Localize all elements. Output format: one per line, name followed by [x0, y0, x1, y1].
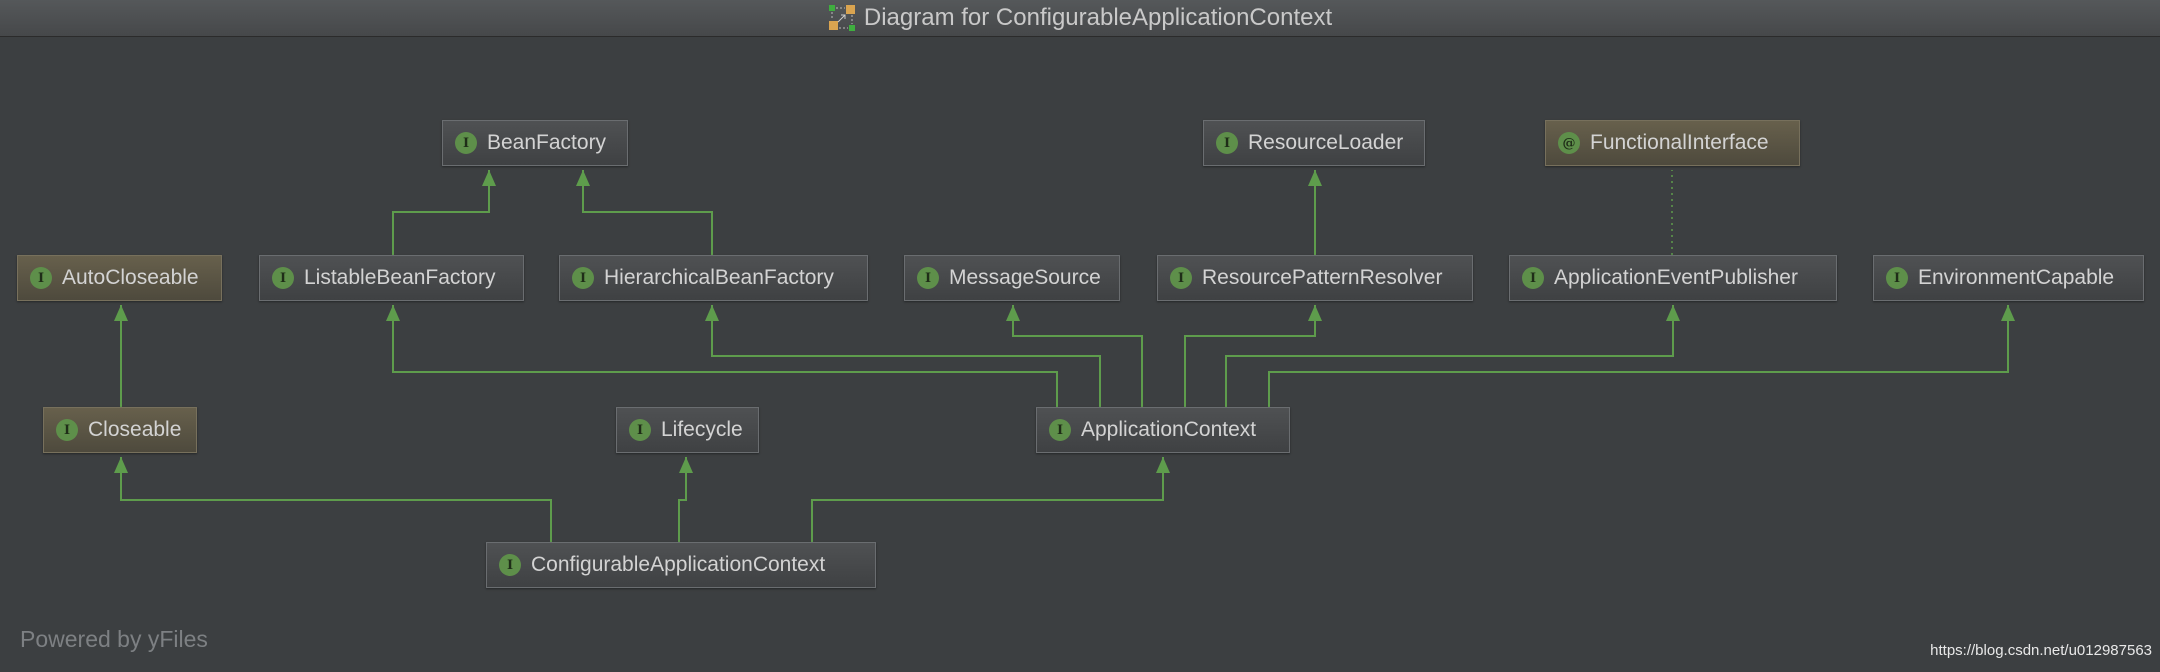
node-hierarchicalbeanfactory[interactable]: I HierarchicalBeanFactory — [559, 255, 868, 301]
node-resourcepatternresolver[interactable]: I ResourcePatternResolver — [1157, 255, 1473, 301]
node-lifecycle[interactable]: I Lifecycle — [616, 407, 759, 453]
edge-configurable-to-lifecycle — [678, 457, 693, 542]
node-label: BeanFactory — [487, 131, 607, 154]
node-beanfactory[interactable]: I BeanFactory — [442, 120, 628, 166]
node-environmentcapable[interactable]: I EnvironmentCapable — [1873, 255, 2144, 301]
interface-icon: I — [1049, 419, 1071, 441]
edge-appcontext-to-environment — [1268, 305, 2015, 407]
interface-icon: I — [272, 267, 294, 289]
interface-icon: I — [572, 267, 594, 289]
edge-listable-to-beanfactory — [392, 170, 496, 255]
node-label: HierarchicalBeanFactory — [604, 266, 834, 289]
node-closeable[interactable]: I Closeable — [43, 407, 197, 453]
watermark: https://blog.csdn.net/u012987563 — [1930, 642, 2152, 659]
interface-icon: I — [917, 267, 939, 289]
node-applicationeventpublisher[interactable]: I ApplicationEventPublisher — [1509, 255, 1837, 301]
window-title: Diagram for ConfigurableApplicationConte… — [863, 4, 1333, 31]
node-functionalinterface[interactable]: @ FunctionalInterface — [1545, 120, 1800, 166]
node-label: ApplicationContext — [1081, 418, 1257, 441]
node-configurableapplicationcontext[interactable]: I ConfigurableApplicationContext — [486, 542, 876, 588]
uml-diagram-icon — [828, 5, 855, 31]
node-label: FunctionalInterface — [1590, 131, 1769, 154]
interface-icon: I — [30, 267, 52, 289]
node-autocloseable[interactable]: I AutoCloseable — [17, 255, 222, 301]
node-label: ConfigurableApplicationContext — [531, 553, 826, 576]
edge-appcontext-to-listable — [386, 305, 1058, 407]
node-applicationcontext[interactable]: I ApplicationContext — [1036, 407, 1290, 453]
interface-icon: I — [1170, 267, 1192, 289]
edge-hierarchical-to-beanfactory — [576, 170, 713, 255]
node-label: AutoCloseable — [62, 266, 199, 289]
edge-configurable-to-closeable — [114, 457, 552, 542]
interface-icon: I — [1886, 267, 1908, 289]
title-bar: Diagram for ConfigurableApplicationConte… — [0, 0, 2160, 37]
node-listablebeanfactory[interactable]: I ListableBeanFactory — [259, 255, 524, 301]
node-label: ResourcePatternResolver — [1202, 266, 1443, 289]
interface-icon: I — [56, 419, 78, 441]
node-label: ApplicationEventPublisher — [1554, 266, 1798, 289]
node-messagesource[interactable]: I MessageSource — [904, 255, 1120, 301]
edge-appcontext-to-hierarchical — [705, 305, 1101, 407]
node-label: EnvironmentCapable — [1918, 266, 2115, 289]
edge-appcontext-to-resourcepattern — [1184, 305, 1322, 407]
edge-appcontext-to-messagesource — [1006, 305, 1143, 407]
edge-configurable-to-appcontext — [811, 457, 1170, 542]
node-label: MessageSource — [949, 266, 1101, 289]
node-label: ListableBeanFactory — [304, 266, 496, 289]
node-label: Closeable — [88, 418, 182, 441]
interface-icon: I — [499, 554, 521, 576]
interface-icon: I — [629, 419, 651, 441]
interface-icon: I — [1216, 132, 1238, 154]
interface-icon: I — [1522, 267, 1544, 289]
powered-by-label: Powered by yFiles — [20, 626, 208, 652]
annotation-icon: @ — [1558, 132, 1580, 154]
interface-icon: I — [455, 132, 477, 154]
node-label: ResourceLoader — [1248, 131, 1404, 154]
node-resourceloader[interactable]: I ResourceLoader — [1203, 120, 1425, 166]
edge-appcontext-to-publisher — [1225, 305, 1680, 407]
node-label: Lifecycle — [661, 418, 743, 441]
